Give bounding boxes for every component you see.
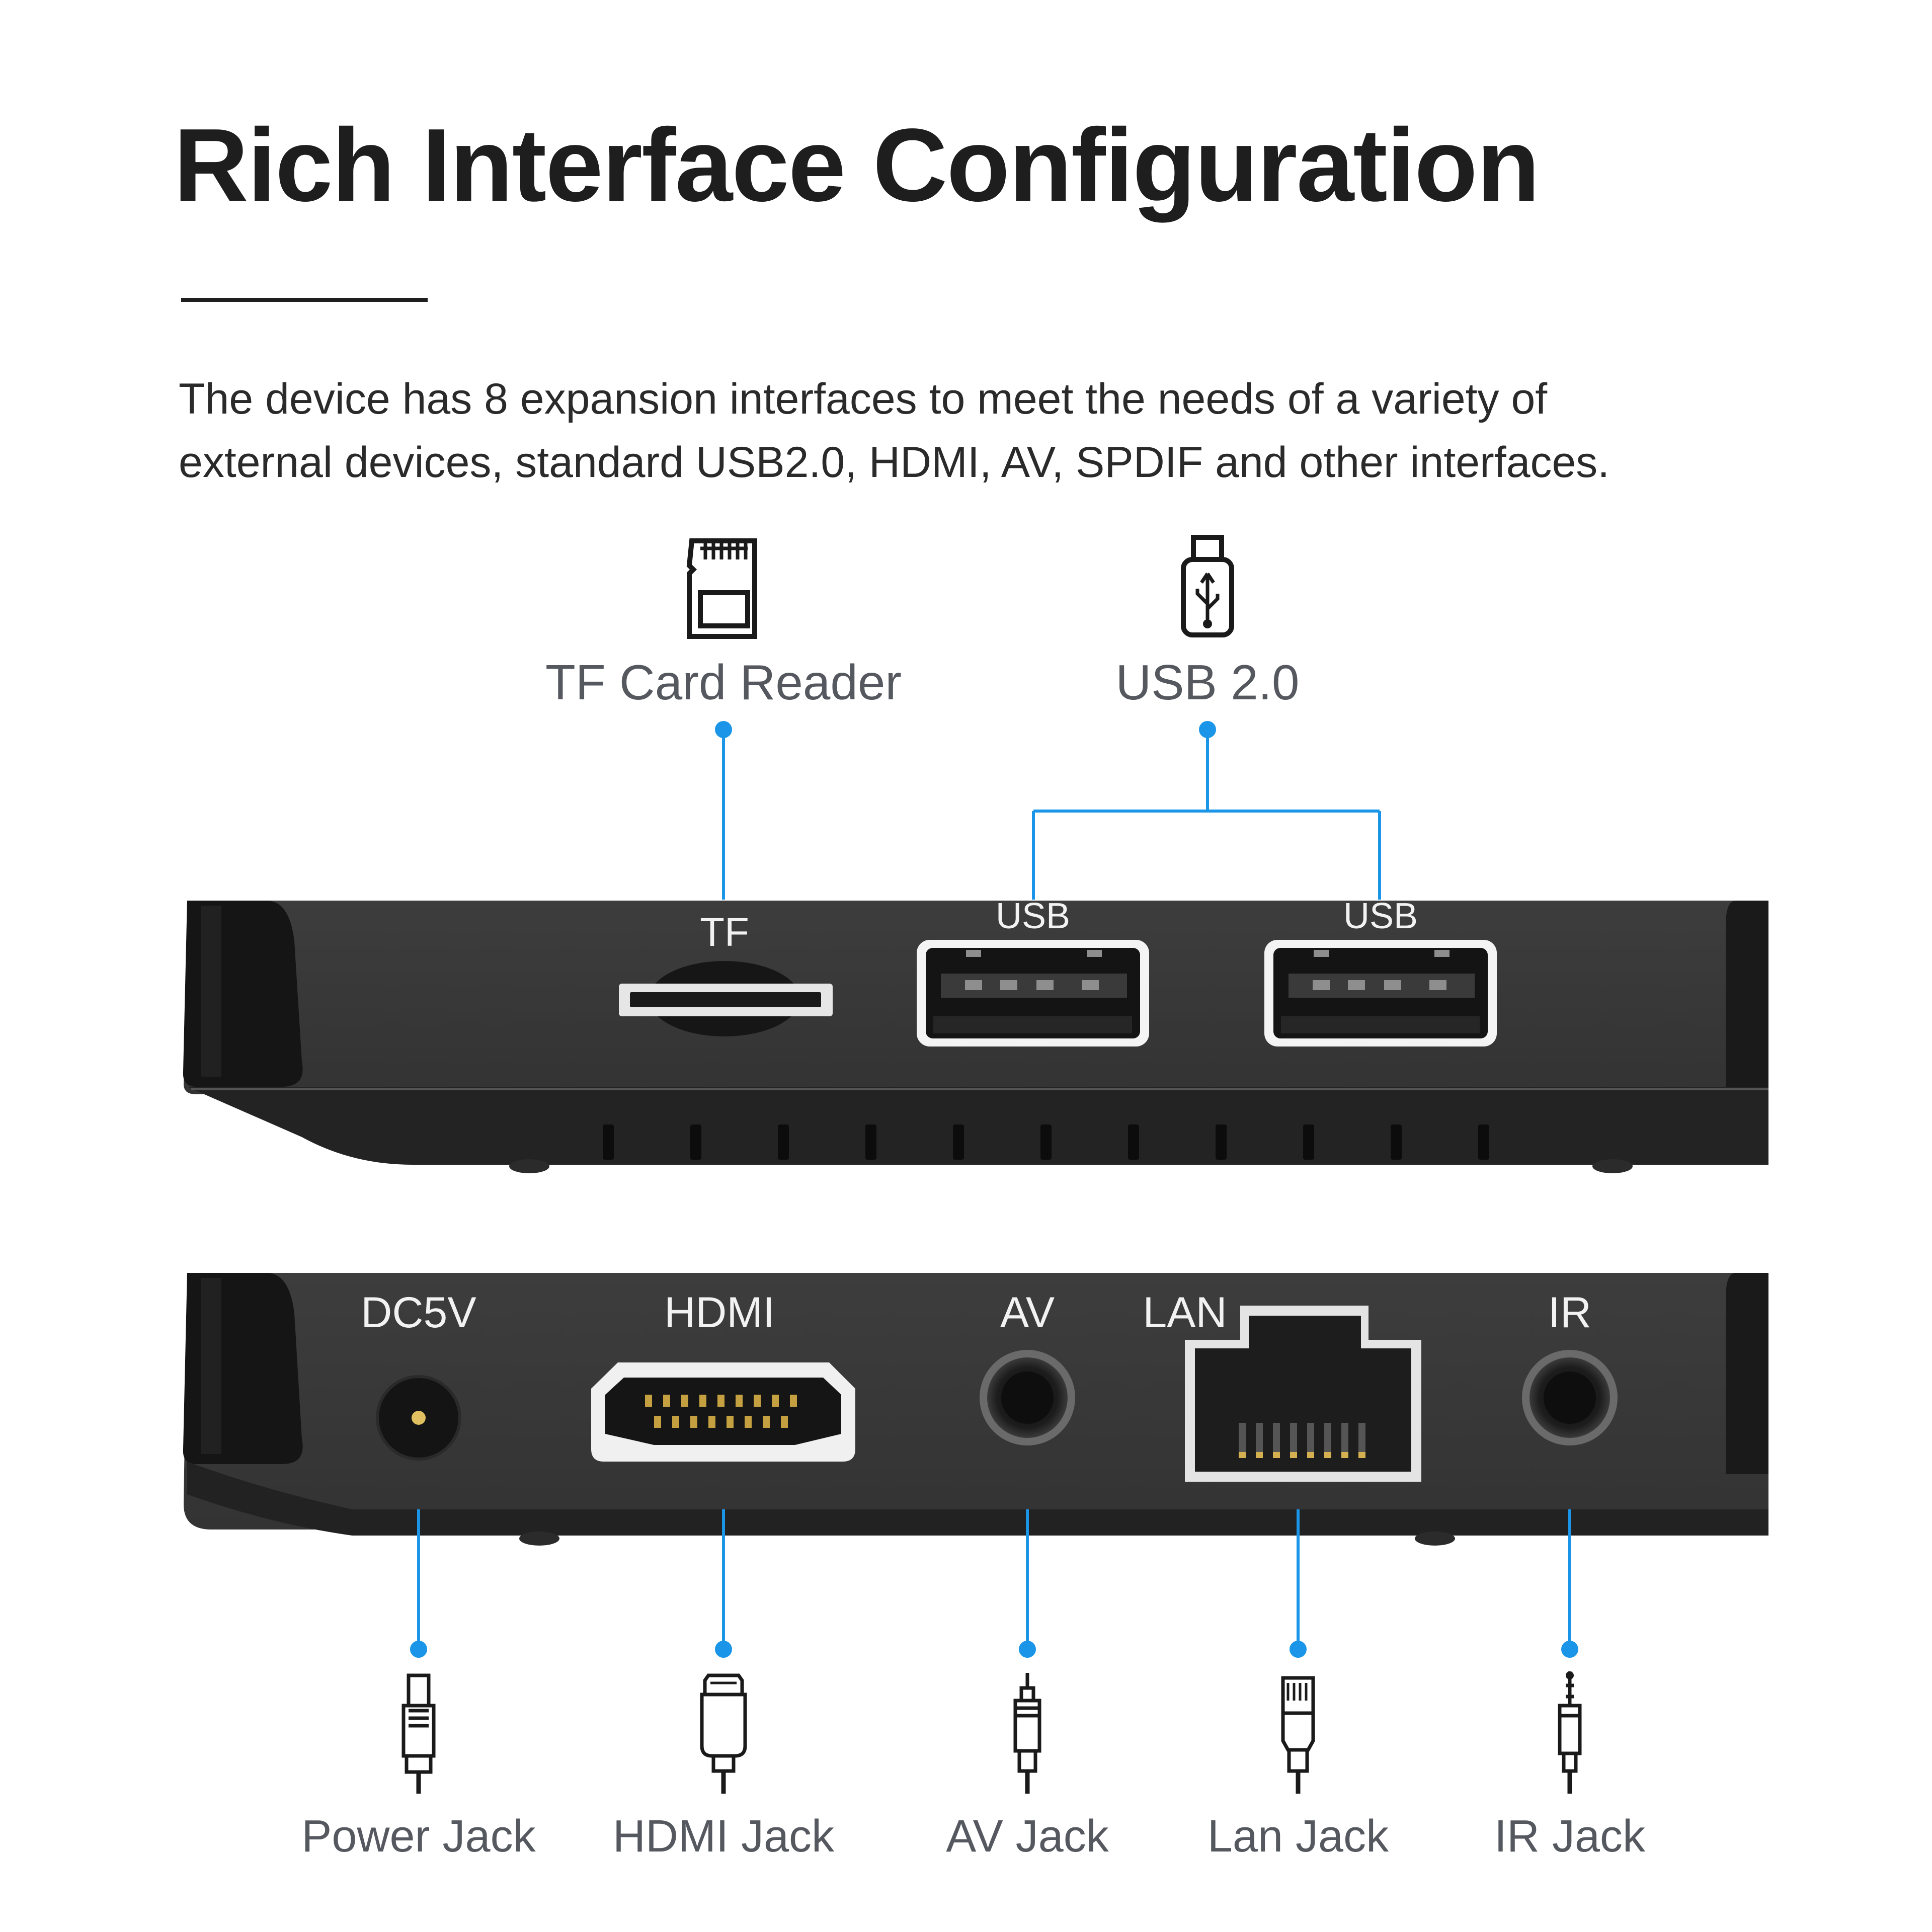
leader-dot: [1561, 1641, 1578, 1658]
usb-drive-icon: [1181, 535, 1234, 637]
rubber-foot: [519, 1532, 559, 1546]
usb-port-left: [917, 940, 1149, 1046]
vent-slot: [778, 1124, 789, 1160]
rubber-foot: [1415, 1532, 1455, 1546]
top-panel: TF USB: [183, 896, 1768, 1173]
ir-port-label: IR: [1548, 1289, 1591, 1337]
tf-callout-leader: [715, 721, 732, 900]
rubber-foot: [509, 1159, 549, 1173]
audio-plug-icon: [1558, 1671, 1582, 1794]
leader-dot: [1290, 1641, 1307, 1658]
usb-port-right: [1264, 940, 1497, 1046]
top-panel-left-edge: [183, 901, 303, 1087]
lan-port: [1185, 1306, 1421, 1482]
bottom-panel: DC5V HDMI: [183, 1273, 1768, 1546]
usb-port-label-right: USB: [1343, 896, 1418, 936]
ir-jack: [1522, 1350, 1618, 1445]
ir-jack-label: IR Jack: [1494, 1811, 1646, 1862]
hdmi-port: [591, 1362, 855, 1462]
tf-card-reader-label: TF Card Reader: [545, 655, 902, 710]
vent-slot: [953, 1124, 964, 1160]
bottom-panel-left-edge: [183, 1273, 303, 1464]
hdmi-jack-label: HDMI Jack: [613, 1811, 835, 1862]
page-title: Rich Interface Configuration: [174, 107, 1540, 223]
intro-line-2: external devices, standard USB2.0, HDMI,…: [179, 438, 1610, 487]
leader-dot: [715, 1641, 732, 1658]
leader-dot: [410, 1641, 427, 1658]
bottom-callout-leaders: [417, 1509, 1571, 1649]
usb-port-label-left: USB: [996, 896, 1070, 936]
vent-slot: [1478, 1124, 1489, 1160]
vent-slot: [1216, 1124, 1227, 1160]
bottom-leader-dots: [410, 1641, 1578, 1658]
lan-jack-label: Lan Jack: [1208, 1811, 1389, 1862]
leader-dot: [1019, 1641, 1036, 1658]
dc5v-port-label: DC5V: [361, 1289, 476, 1337]
vent-slot: [690, 1124, 701, 1160]
vent-slot: [1303, 1124, 1314, 1160]
rubber-foot: [1592, 1159, 1633, 1173]
dc-jack: [376, 1375, 461, 1461]
bottom-panel-base: [187, 1462, 1768, 1536]
vent-slot: [865, 1124, 876, 1160]
intro-paragraph: The device has 8 expansion interfaces to…: [179, 367, 1889, 494]
av-port-label: AV: [1000, 1289, 1055, 1337]
top-panel-right-edge: [1726, 901, 1768, 1087]
hdmi-plug-icon: [700, 1673, 747, 1794]
lan-port-label: LAN: [1143, 1289, 1227, 1337]
usb-callout-leader: [1032, 721, 1381, 900]
av-jack-label: AV Jack: [946, 1811, 1109, 1862]
usb-2-label: USB 2.0: [1116, 655, 1300, 710]
tf-slot: [619, 961, 833, 1036]
title-underline: [181, 298, 428, 302]
vent-slot: [1391, 1124, 1402, 1160]
rj45-plug-icon: [1281, 1676, 1315, 1794]
rca-plug-icon: [1013, 1673, 1041, 1794]
av-jack: [980, 1350, 1075, 1445]
hdmi-port-label: HDMI: [664, 1289, 775, 1337]
tf-port-label: TF: [700, 910, 749, 954]
dc-plug-icon: [401, 1673, 436, 1794]
tf-card-icon: [686, 538, 757, 639]
power-jack-label: Power Jack: [301, 1811, 536, 1862]
bottom-panel-right-edge: [1726, 1273, 1768, 1474]
intro-line-1: The device has 8 expansion interfaces to…: [179, 375, 1548, 423]
top-panel-base: [187, 1087, 1768, 1165]
vent-slot: [1128, 1124, 1139, 1160]
vent-slot: [603, 1124, 614, 1160]
vent-slot: [1040, 1124, 1052, 1160]
vent-slots: [603, 1124, 1489, 1160]
